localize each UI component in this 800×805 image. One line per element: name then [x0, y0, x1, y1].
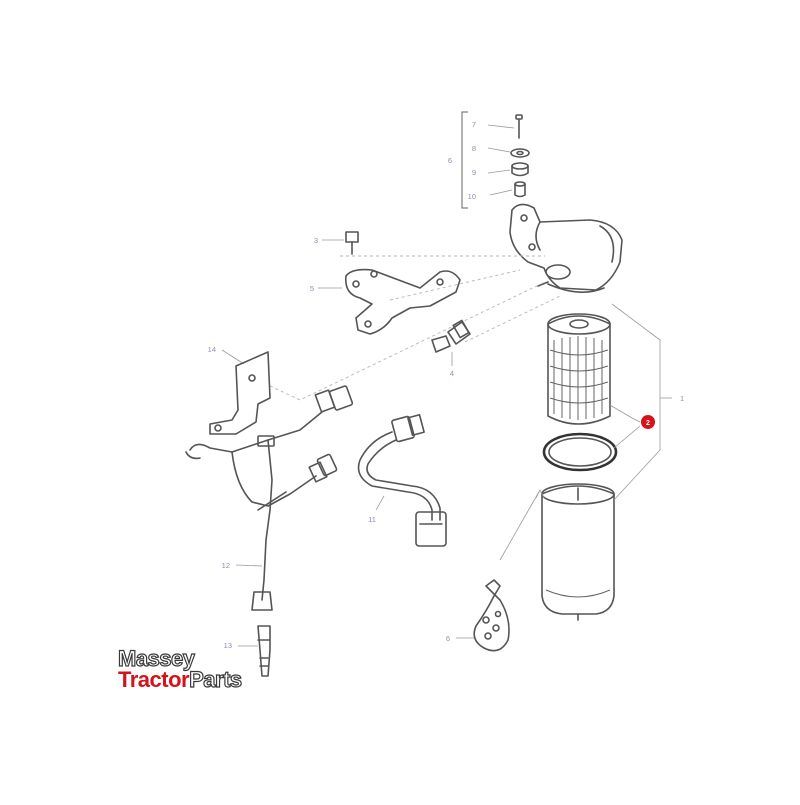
wiring-harness-12 [185, 385, 354, 611]
logo-line-tractorparts: TractorParts [118, 667, 243, 692]
filter-bowl [541, 483, 615, 621]
callout-1: 1 [680, 394, 684, 403]
logo-parts: Parts [188, 667, 242, 692]
washer-8 [487, 147, 530, 158]
fitting-13 [238, 625, 271, 677]
callout-12: 12 [222, 561, 230, 570]
connector-4 [431, 319, 471, 366]
callout-7: 7 [472, 120, 476, 129]
mount-9 [487, 162, 529, 177]
callout-6-bottom: 6 [446, 634, 450, 643]
callout-4: 4 [450, 369, 454, 378]
brand-logo: Massey TractorParts [117, 646, 243, 692]
fuel-pipe-11 [357, 413, 447, 547]
spacer-10 [489, 181, 526, 198]
bracket-plate-5 [318, 268, 461, 335]
bolt-7 [487, 114, 523, 139]
kit-bag-6 [456, 489, 545, 652]
highlight-label: 2 [646, 420, 650, 427]
callout-14: 14 [208, 345, 216, 354]
callout-13: 13 [224, 641, 232, 650]
group-bracket [461, 111, 468, 209]
callout-6-top: 6 [448, 156, 452, 165]
callout-9: 9 [472, 168, 476, 177]
logo-line-massey: Massey [117, 646, 195, 671]
callout-3: 3 [314, 236, 318, 245]
callout-5: 5 [310, 284, 314, 293]
bracket-14 [209, 349, 271, 435]
filter-element-2 [547, 313, 611, 425]
filter-head [509, 203, 623, 293]
seal-ring [542, 432, 618, 472]
callout-10: 10 [468, 192, 476, 201]
callout-8: 8 [472, 144, 476, 153]
callout-11: 11 [368, 515, 376, 524]
highlight-badge: 2 [641, 415, 655, 429]
logo-tractor: Tractor [118, 667, 190, 692]
bolt-3 [322, 231, 359, 255]
